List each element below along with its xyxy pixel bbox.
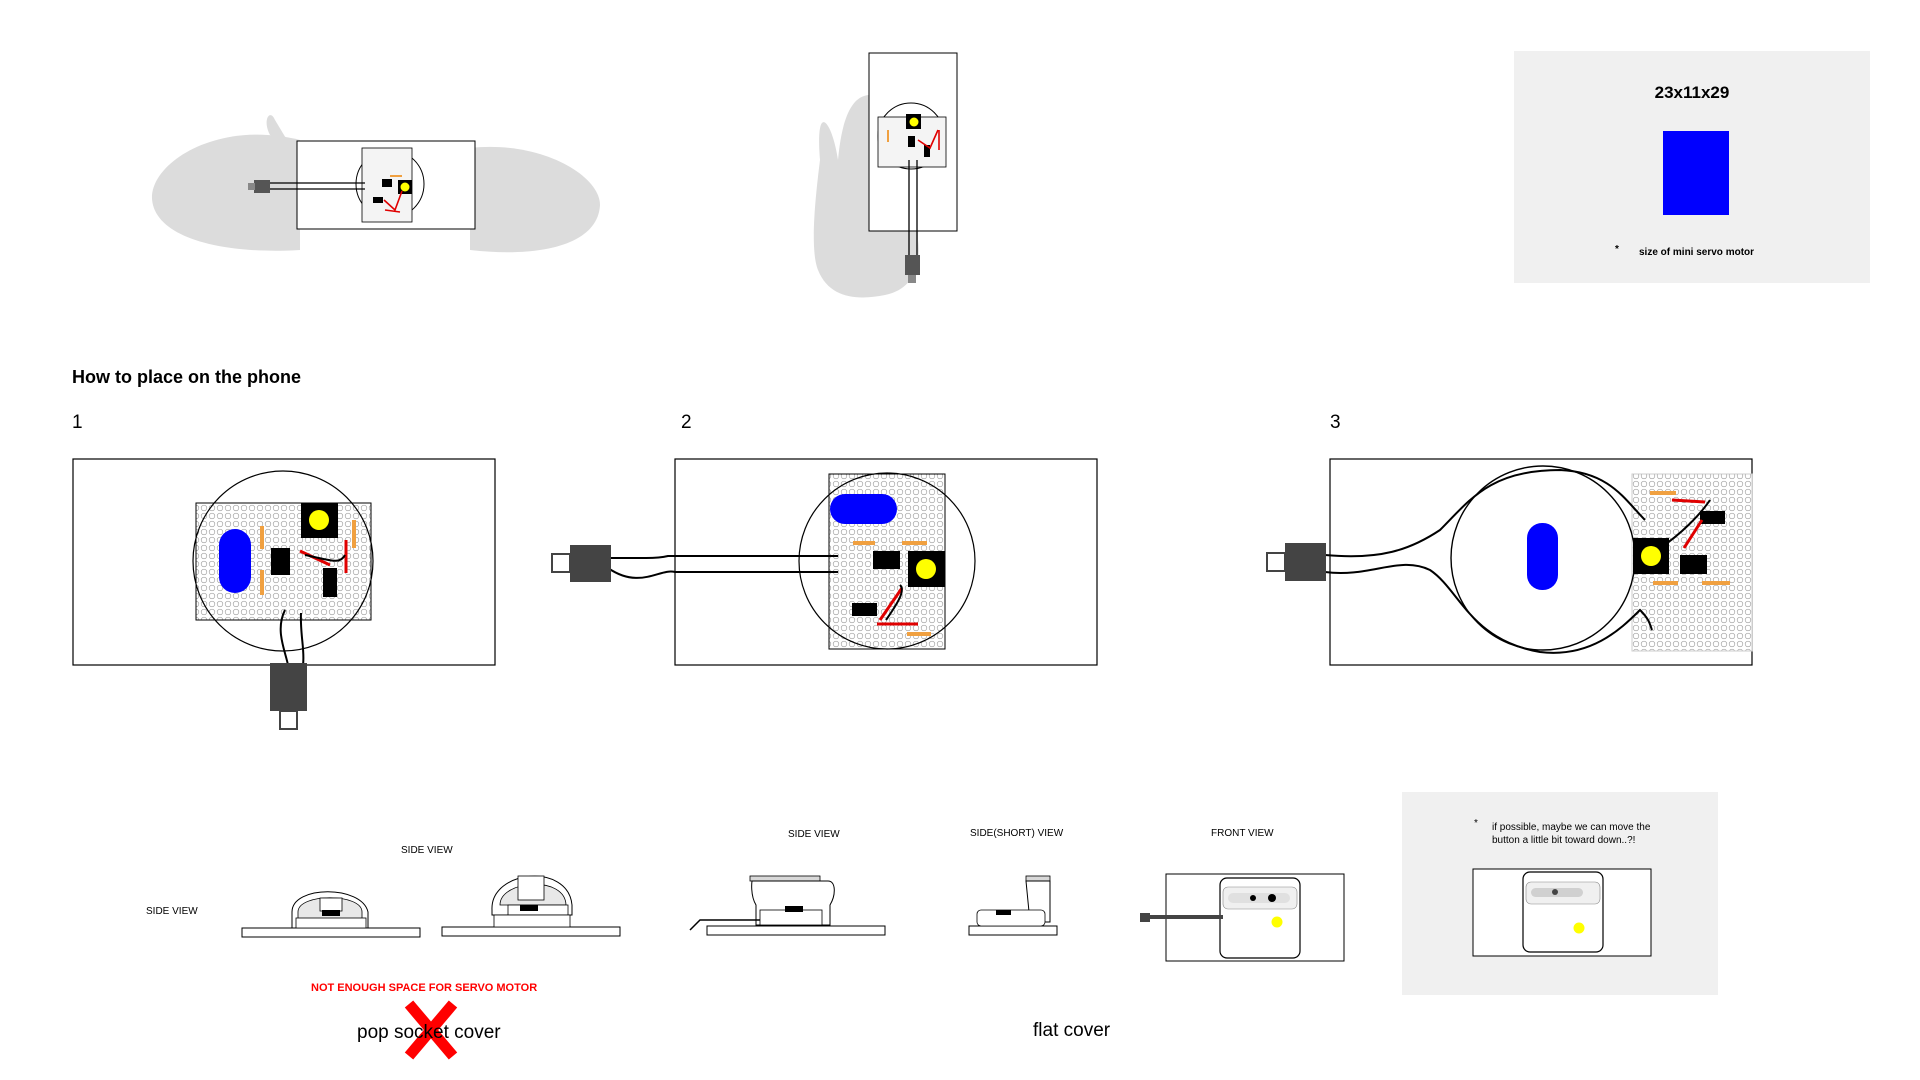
section-title: How to place on the phone [72, 367, 301, 387]
note-bullet: * [1474, 818, 1478, 829]
flat-cover-front-view [1140, 873, 1345, 962]
socket-circle [798, 472, 976, 650]
cable [1324, 563, 1653, 654]
red-wire [1682, 519, 1704, 549]
pop-cover-side-view-2 [441, 875, 621, 937]
cable [607, 567, 838, 579]
flat-cover-side-view [689, 875, 886, 936]
note-line-2: button a little bit toward down..?! [1492, 835, 1636, 846]
red-wire [1671, 498, 1706, 504]
blue-button [219, 529, 251, 593]
servo-caption: size of mini servo motor [1639, 247, 1755, 258]
servo-dimensions: 23x11x29 [1654, 83, 1730, 102]
note-line-1: if possible, maybe we can move the [1492, 822, 1651, 833]
chip [1680, 555, 1707, 574]
red-wire [878, 587, 904, 621]
flat-side-view-label: SIDE VIEW [788, 829, 840, 840]
pop-socket-caption: pop socket cover [357, 1022, 501, 1043]
servo-spec-panel: 23x11x29 * size of mini servo motor [1514, 51, 1870, 283]
yellow-button [309, 510, 329, 530]
chip [323, 568, 337, 597]
step-number-3: 3 [1330, 412, 1341, 433]
flat-short-view-label: SIDE(SHORT) VIEW [970, 828, 1064, 839]
flat-front-view-label: FRONT VIEW [1211, 828, 1274, 839]
spec-bullet: * [1615, 244, 1619, 255]
chip [1700, 511, 1725, 524]
flat-cover-caption: flat cover [1033, 1020, 1111, 1041]
usb-plug [270, 663, 307, 711]
cable [299, 612, 305, 666]
cable [1324, 468, 1646, 558]
cable [279, 609, 289, 666]
step-3-diagram [1266, 458, 1753, 666]
suggested-layout-drawing [1472, 868, 1652, 957]
chip [852, 603, 877, 616]
warning-text: NOT ENOUGH SPACE FOR SERVO MOTOR [311, 982, 538, 994]
step-1-diagram [72, 458, 496, 730]
blue-button [830, 494, 897, 524]
chip [271, 548, 290, 575]
usb-plug [570, 545, 611, 582]
landscape-phone-hands [151, 115, 600, 253]
yellow-button [1641, 546, 1661, 566]
pop-side-view-label-left: SIDE VIEW [146, 906, 198, 917]
step-2-diagram [551, 458, 1098, 666]
portrait-phone-hand [813, 52, 958, 298]
servo-size-box [1663, 131, 1729, 215]
step-number-1: 1 [72, 412, 83, 433]
pop-side-view-label-top: SIDE VIEW [401, 845, 453, 856]
chip [873, 551, 900, 569]
pop-cover-side-view-1 [241, 891, 421, 938]
flat-cover-short-view [968, 875, 1058, 936]
step-number-2: 2 [681, 412, 692, 433]
usb-plug [1285, 543, 1326, 581]
socket-circle [192, 470, 374, 652]
suggestion-note-panel: * if possible, maybe we can move the but… [1402, 792, 1718, 995]
rejected-x-icon [403, 1000, 459, 1060]
yellow-button [916, 559, 936, 579]
blue-button [1527, 523, 1558, 590]
cable [608, 555, 838, 559]
